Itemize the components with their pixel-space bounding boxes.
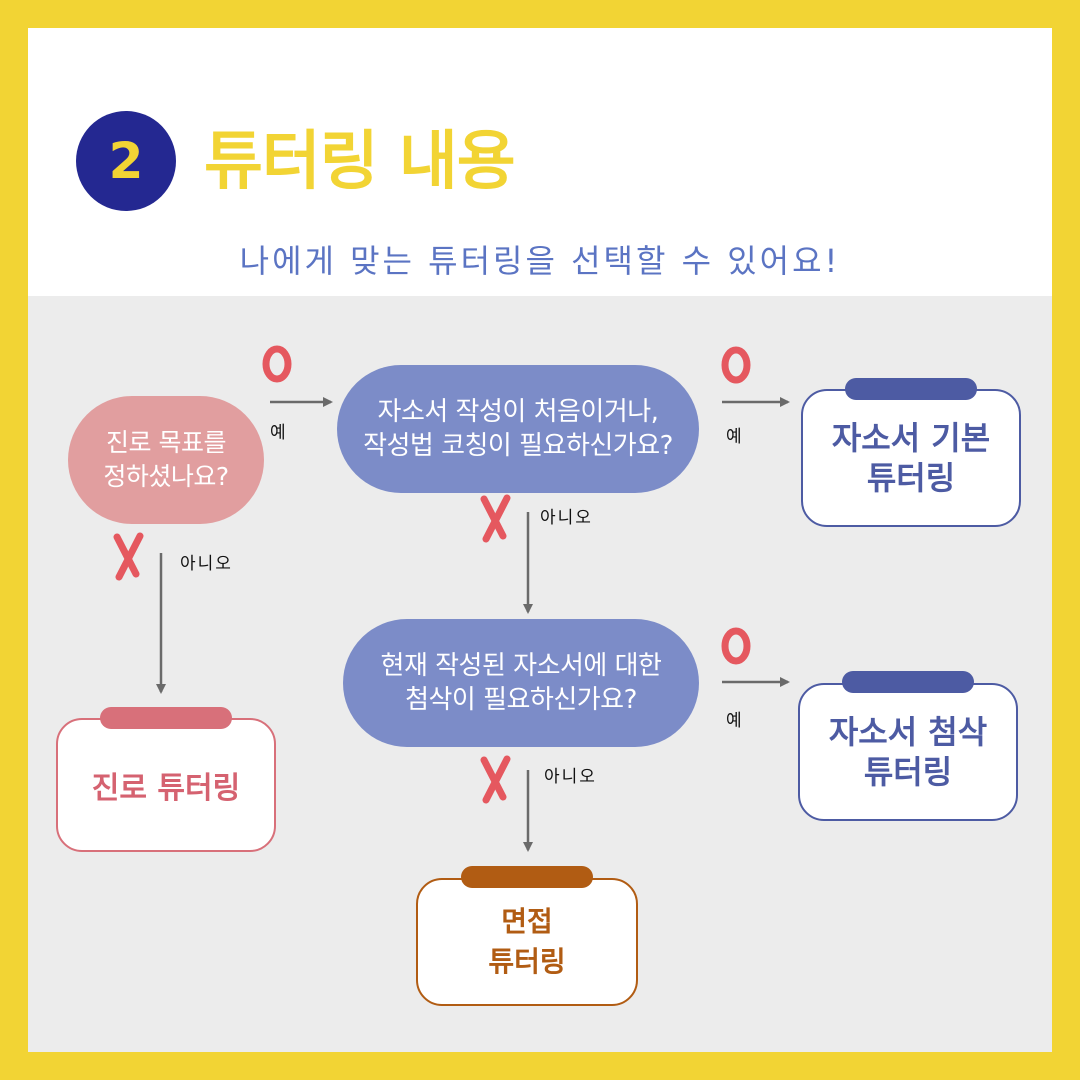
result-tab	[461, 866, 593, 888]
no-label: 아니오	[540, 508, 593, 528]
result-tab	[100, 707, 232, 729]
o-mark-icon	[262, 345, 292, 383]
result-tab	[845, 378, 977, 400]
question-first-essay: 자소서 작성이 처음이거나, 작성법 코칭이 필요하신가요?	[337, 365, 699, 493]
o-mark-icon	[721, 627, 751, 665]
result-interview-tutoring: 면접 튜터링	[416, 878, 638, 1006]
result-essay-review-tutoring: 자소서 첨삭 튜터링	[798, 683, 1018, 821]
yes-label: 예	[726, 711, 744, 731]
page-title: 튜터링 내용	[204, 125, 516, 199]
question-essay-review: 현재 작성된 자소서에 대한 첨삭이 필요하신가요?	[343, 619, 699, 747]
o-mark-icon	[721, 346, 751, 384]
infographic-card: 2 튜터링 내용 나에게 맞는 튜터링을 선택할 수 있어요! 진로 목표를 정…	[28, 28, 1052, 1052]
yes-label: 예	[726, 427, 744, 447]
x-mark-icon	[480, 494, 511, 543]
x-mark-icon	[113, 532, 144, 581]
result-basic-essay-tutoring: 자소서 기본 튜터링	[801, 389, 1021, 527]
flowchart-connectors	[113, 345, 790, 852]
header: 2 튜터링 내용 나에게 맞는 튜터링을 선택할 수 있어요!	[28, 28, 1052, 296]
page-subtitle: 나에게 맞는 튜터링을 선택할 수 있어요!	[239, 242, 841, 280]
no-label: 아니오	[180, 554, 233, 574]
question-career-goal: 진로 목표를 정하셨나요?	[68, 396, 264, 524]
result-career-tutoring: 진로 튜터링	[56, 718, 276, 852]
x-mark-icon	[480, 755, 511, 804]
section-number-badge: 2	[76, 111, 176, 211]
result-tab	[842, 671, 974, 693]
no-label: 아니오	[544, 767, 597, 787]
yes-label: 예	[270, 423, 288, 443]
